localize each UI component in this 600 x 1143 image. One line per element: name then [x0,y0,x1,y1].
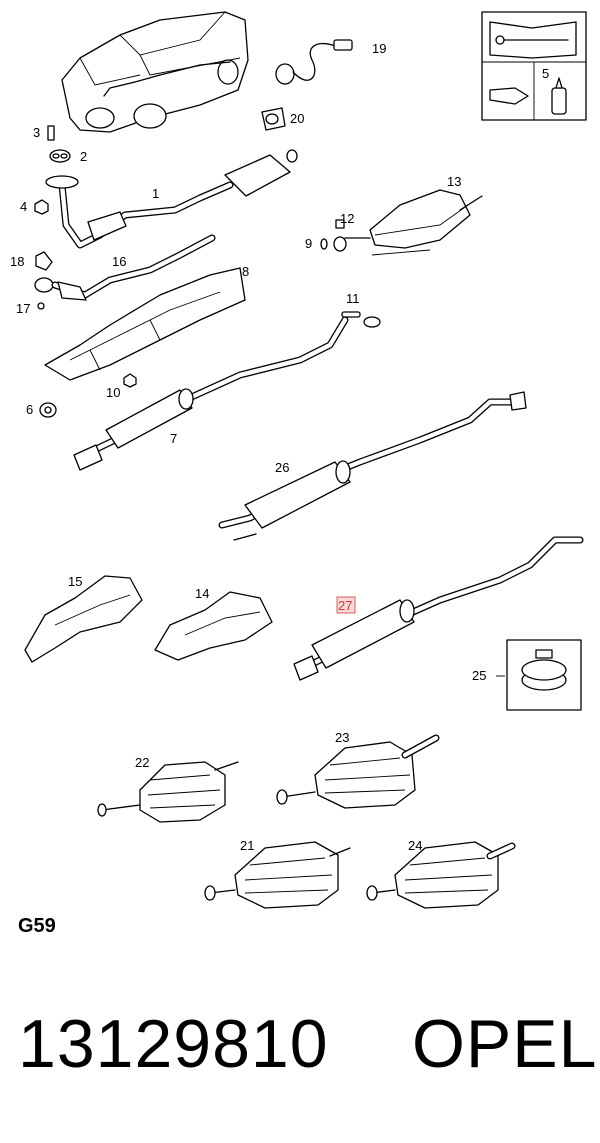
middle-pipe-27 [293,536,584,681]
front-pipe-alt [34,234,216,310]
heat-shield-8 [44,267,246,388]
callout-23: 23 [335,730,349,745]
rear-muffler-22 [97,761,239,823]
callout-19: 19 [372,41,386,56]
callout-14: 14 [195,586,209,601]
car-illustration [61,11,249,133]
rear-muffler-23 [276,734,440,809]
middle-pipe-26 [218,391,527,541]
callout-4: 4 [20,199,27,214]
clamp-box-25 [496,639,582,711]
callout-7: 7 [170,431,177,446]
callout-11: 11 [346,291,360,306]
heat-shield-14 [154,591,273,661]
callout-6: 6 [26,402,33,417]
front-pipe-assembly [45,149,298,249]
callout-8: 8 [242,264,249,279]
oil-can-icon [489,87,529,105]
callout-26: 26 [275,460,289,475]
brand-name: OPEL [412,1006,598,1082]
callout-3: 3 [33,125,40,140]
callout-labels: 1 2 3 4 5 6 7 8 9 10 11 12 13 14 15 16 1… [10,41,549,853]
info-box [481,11,587,121]
rear-muffler-21 [204,841,351,909]
callout-5: 5 [542,66,549,81]
callout-15: 15 [68,574,82,589]
callout-10: 10 [106,385,120,400]
callout-18: 18 [10,254,24,269]
oxygen-sensor [275,39,353,85]
middle-pipe-7 [39,311,381,471]
callout-22: 22 [135,755,149,770]
exhaust-system-diagram: 1 2 3 4 5 6 7 8 9 10 11 12 13 14 15 16 1… [10,11,587,909]
callout-24: 24 [408,838,422,853]
rear-muffler-24 [366,841,516,909]
callout-1: 1 [152,186,159,201]
heat-shield-15 [24,575,143,663]
callout-21: 21 [240,838,254,853]
rear-muffler-13 [320,189,483,256]
callout-2: 2 [80,149,87,164]
manual-wrench-icon [489,21,577,59]
callout-25: 25 [472,668,486,683]
group-code: G59 [18,915,56,937]
hardware-small [34,125,71,215]
callout-20: 20 [290,111,304,126]
callout-27: 27 [338,598,352,613]
callout-12: 12 [340,211,354,226]
callout-27-highlight: 27 [336,596,356,614]
grease-tube-icon [551,77,567,115]
part-number: 13129810 [18,1006,329,1082]
callout-16: 16 [112,254,126,269]
callout-13: 13 [447,174,461,189]
rubber-mount-20 [261,107,286,131]
callout-17: 17 [16,301,30,316]
callout-9: 9 [305,236,312,251]
